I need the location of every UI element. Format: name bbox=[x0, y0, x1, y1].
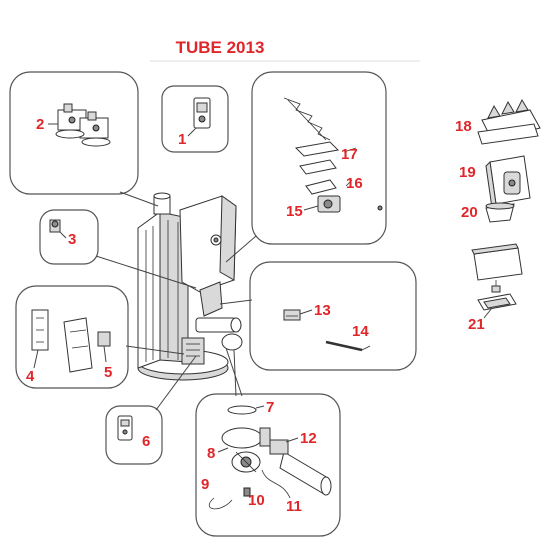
bubble-parts-7-12: 7 8 12 9 10 11 bbox=[195, 347, 341, 537]
part-5-drawing bbox=[97, 331, 111, 347]
part-21: 21 bbox=[468, 243, 523, 333]
callout-4: 4 bbox=[26, 368, 35, 385]
diagram-title: TUBE 2013 bbox=[176, 38, 265, 57]
part-19: 19 bbox=[459, 155, 531, 210]
callout-16: 16 bbox=[346, 175, 363, 192]
callout-17: 17 bbox=[341, 146, 358, 163]
callout-11: 11 bbox=[286, 498, 302, 515]
callout-2: 2 bbox=[36, 116, 44, 133]
bubble-parts-13-14: 13 14 bbox=[219, 261, 417, 371]
part-1-drawing bbox=[193, 97, 211, 129]
callout-13: 13 bbox=[314, 302, 331, 319]
callout-15: 15 bbox=[286, 203, 303, 220]
part-6-drawing bbox=[117, 415, 133, 441]
stove-body bbox=[137, 192, 243, 381]
callout-6: 6 bbox=[142, 433, 150, 450]
callout-14: 14 bbox=[352, 323, 369, 340]
callout-7: 7 bbox=[266, 399, 274, 416]
bubble-parts-4-5: 4 5 bbox=[15, 285, 185, 389]
exhaust-pipe-drawing bbox=[269, 439, 332, 496]
part-20: 20 bbox=[461, 202, 515, 223]
callout-8: 8 bbox=[207, 445, 215, 462]
part-4b-drawing bbox=[63, 317, 93, 373]
part-2-drawing bbox=[55, 103, 111, 147]
callout-9: 9 bbox=[201, 476, 209, 493]
cable-drawing bbox=[208, 469, 291, 510]
part-14-drawing bbox=[325, 340, 371, 352]
bubble-parts-15-17: 17 16 15 bbox=[225, 71, 387, 263]
callout-18: 18 bbox=[455, 118, 472, 135]
part-4-drawing bbox=[31, 309, 49, 351]
callout-20: 20 bbox=[461, 204, 478, 221]
callout-5: 5 bbox=[104, 364, 112, 381]
bubble-part-6: 6 bbox=[105, 355, 197, 465]
callout-19: 19 bbox=[459, 164, 476, 181]
part-13-drawing bbox=[283, 309, 301, 321]
bubble-part-2: 2 bbox=[9, 71, 159, 207]
callout-3: 3 bbox=[68, 231, 76, 248]
callout-21: 21 bbox=[468, 316, 485, 333]
callout-10: 10 bbox=[248, 492, 265, 509]
bubble-part-1: 1 bbox=[161, 85, 229, 153]
part-18: 18 bbox=[455, 98, 541, 145]
part-3-drawing bbox=[49, 219, 61, 233]
callout-1: 1 bbox=[178, 131, 186, 148]
fan-drawing bbox=[221, 405, 271, 473]
callout-12: 12 bbox=[300, 430, 317, 447]
auger-drawing bbox=[283, 97, 383, 213]
bubble-part-3: 3 bbox=[39, 209, 197, 289]
